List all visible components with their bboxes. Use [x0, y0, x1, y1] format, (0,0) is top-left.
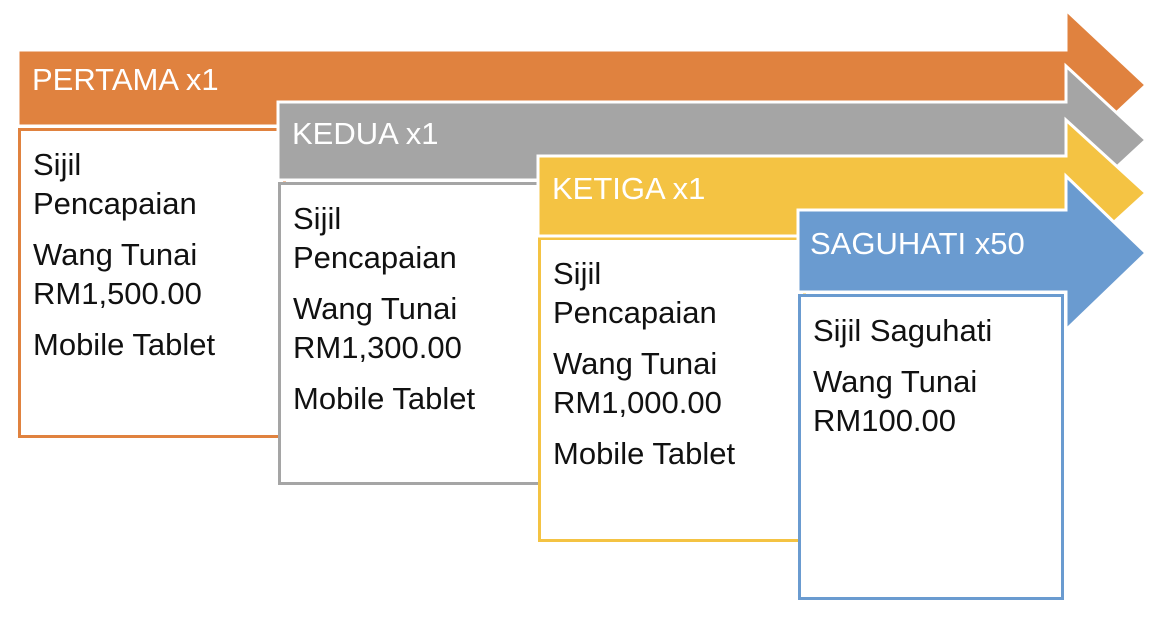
- tier-pertama-item: Pencapaian: [33, 186, 197, 222]
- tier-ketiga-item: Wang Tunai: [553, 346, 718, 382]
- tier-ketiga-item: Sijil: [553, 256, 602, 291]
- tier-kedua-box: Sijil Pencapaian Wang Tunai RM1,300.00 M…: [278, 182, 546, 485]
- tier-ketiga-box: Sijil Pencapaian Wang Tunai RM1,000.00 M…: [538, 237, 806, 542]
- tier-kedua-item: Wang Tunai: [293, 291, 458, 327]
- tier-pertama-label: PERTAMA x1: [32, 62, 219, 97]
- tier-pertama-item: Mobile Tablet: [33, 327, 216, 363]
- tier-pertama-box: Sijil Pencapaian Wang Tunai RM1,500.00 M…: [18, 128, 286, 438]
- tier-ketiga-label: KETIGA x1: [552, 171, 706, 206]
- tier-kedua-item: Sijil: [293, 201, 342, 236]
- tier-pertama-item: Sijil: [33, 147, 82, 182]
- tier-saguhati-arrow-shape: [796, 172, 1149, 334]
- tier-ketiga-item: Pencapaian: [553, 295, 717, 331]
- tier-kedua-item: Mobile Tablet: [293, 381, 476, 417]
- tier-kedua-item: RM1,300.00: [293, 330, 462, 366]
- tier-ketiga-item: Mobile Tablet: [553, 436, 736, 472]
- tier-ketiga-item: RM1,000.00: [553, 385, 722, 421]
- tier-kedua-label: KEDUA x1: [292, 116, 439, 151]
- tier-saguhati-item: Wang Tunai: [813, 364, 978, 400]
- tier-saguhati-item: Sijil Saguhati: [813, 313, 993, 348]
- tier-saguhati-item: RM100.00: [813, 403, 957, 439]
- tier-kedua-item: Pencapaian: [293, 240, 457, 276]
- tier-saguhati-box: Sijil Saguhati Wang Tunai RM100.00: [798, 294, 1064, 600]
- tier-pertama-item: Wang Tunai: [33, 237, 198, 273]
- tier-pertama-item: RM1,500.00: [33, 276, 202, 312]
- tier-saguhati-label: SAGUHATI x50: [810, 226, 1025, 261]
